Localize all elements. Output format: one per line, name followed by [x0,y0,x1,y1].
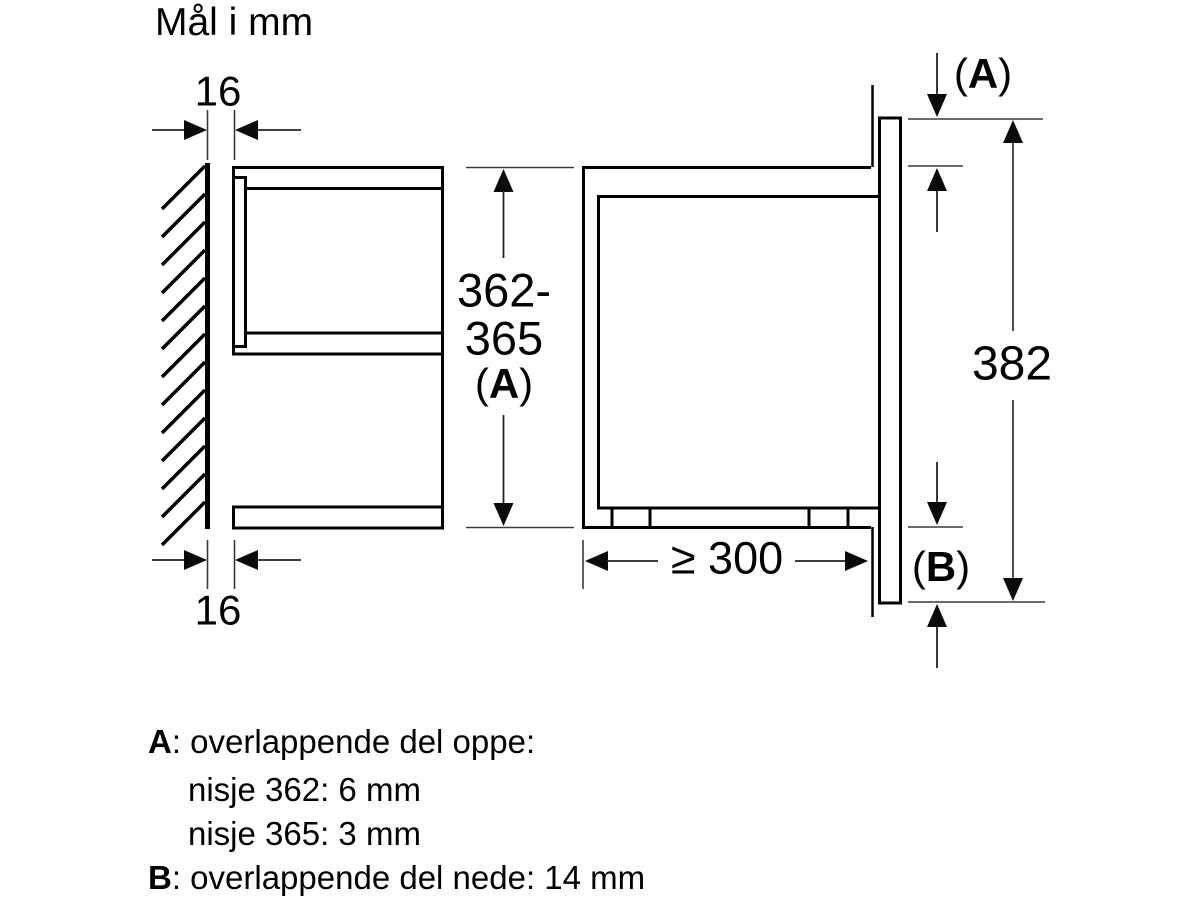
cabinet-shelf-board [232,331,444,356]
legend: A: overlappende del oppe: nisje 362: 6 m… [148,723,645,896]
legend-line-nisje-365: nisje 365: 3 mm [188,815,421,852]
dimension-overlap-top: (A) [908,50,1043,232]
niche-height-label-line2: 365 [465,312,543,365]
arrowhead-left-icon [585,551,608,571]
overlap-bottom-label: (B) [912,543,970,590]
cabinet-section-view [232,166,444,530]
arrowhead-right-icon [184,120,207,140]
arrowhead-up-icon [927,168,947,191]
arrowhead-up-icon [927,604,947,627]
wall-hatching [160,164,207,547]
dimension-niche-height: 362- 365 (A) [457,166,574,529]
arrowhead-up-icon [1003,120,1023,143]
dimension-16-top-label: 16 [195,68,242,115]
arrowhead-down-icon [927,94,947,117]
cabinet-top-board [232,166,444,190]
cabinet-bottom-board [232,505,444,530]
niche-height-label-letter: (A) [475,360,533,407]
legend-line-b: B: overlappende del nede: 14 mm [148,859,645,896]
arrowhead-down-icon [1003,578,1023,601]
overlap-top-label: (A) [954,50,1012,97]
arrowhead-right-icon [184,550,207,570]
arrowhead-left-icon [235,550,258,570]
arrowhead-up-icon [493,169,514,192]
appliance-outline [597,195,879,510]
dimension-16-bottom-label: 16 [195,587,242,634]
legend-line-a: A: overlappende del oppe: [148,723,535,760]
appliance-foot-rear [610,506,652,529]
niche-section-view [582,85,902,617]
dimension-16-bottom: 16 [152,540,301,634]
niche-height-label-line1: 362- [457,264,551,317]
arrowhead-left-icon [235,120,258,140]
dimension-min-depth: ≥ 300 [582,533,868,589]
legend-line-nisje-362: nisje 362: 6 mm [188,771,421,808]
arrowhead-right-icon [845,551,868,571]
appliance-front-panel [878,116,902,605]
diagram-title: Mål i mm [155,1,313,44]
dimension-panel-height: 382 [972,120,1052,601]
cabinet-rear-strip [232,176,247,348]
dimension-overlap-bottom: (B) [908,462,1045,668]
dimension-16-top: 16 [152,68,301,160]
arrowhead-down-icon [927,502,947,525]
arrowhead-down-icon [493,503,514,526]
wall-section [160,163,210,547]
panel-height-label: 382 [972,338,1052,391]
appliance-foot-front [807,506,850,529]
niche-outline [582,166,871,529]
min-depth-label: ≥ 300 [671,533,783,584]
